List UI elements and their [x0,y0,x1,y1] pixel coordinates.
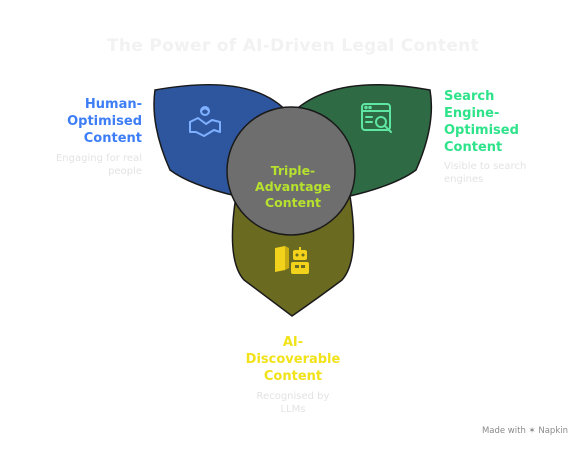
book-robot-icon [275,246,309,274]
made-with-napkin-footer[interactable]: Made with ✶ Napkin [481,426,568,436]
handshake-icon [189,106,221,137]
search-window-icon [361,103,392,133]
diagram-title: The Power of AI-Driven Legal Content [107,36,479,56]
center-circle [226,106,356,236]
